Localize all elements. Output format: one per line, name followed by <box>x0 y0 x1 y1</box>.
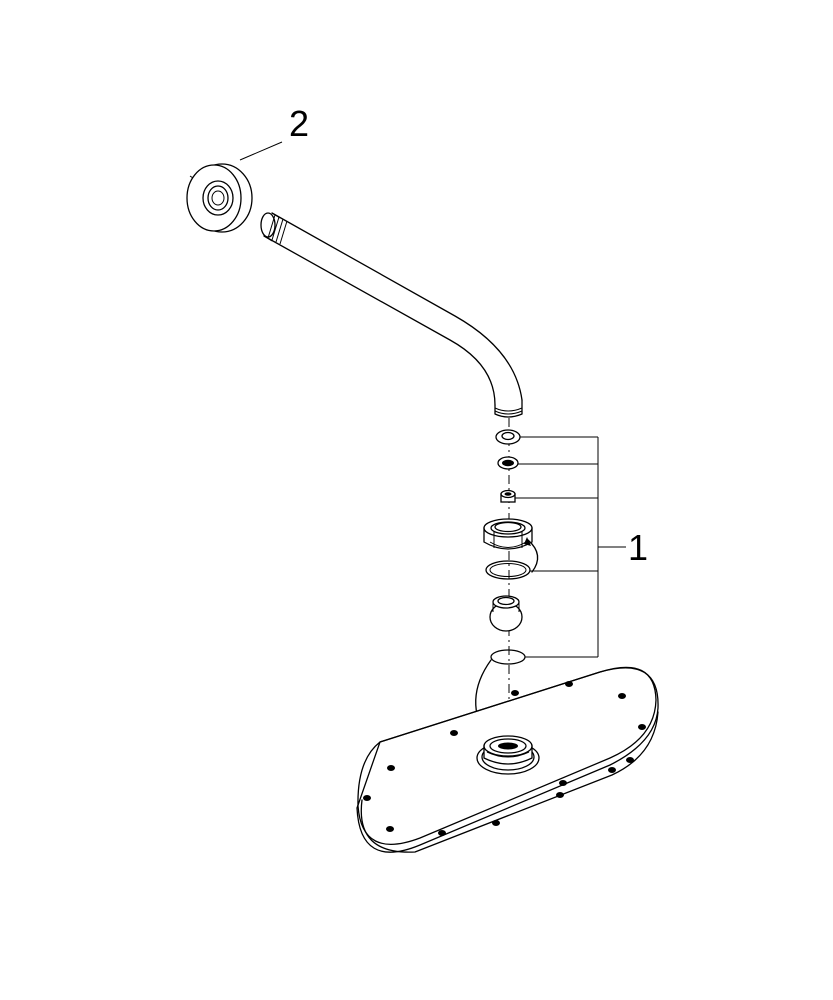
callout-1: 1 <box>628 527 649 568</box>
plate-holes <box>363 681 646 836</box>
shower-head-plate <box>356 666 659 853</box>
ball-joint <box>489 595 523 632</box>
leader-lines <box>239 141 626 658</box>
shower-arm <box>260 212 523 418</box>
o-ring <box>485 560 531 580</box>
hex-nut <box>483 518 539 573</box>
wall-flange <box>186 163 253 233</box>
flow-restrictor <box>500 489 516 503</box>
filter-insert <box>497 456 519 470</box>
callout-2: 2 <box>289 103 310 144</box>
washer-top <box>495 429 521 445</box>
